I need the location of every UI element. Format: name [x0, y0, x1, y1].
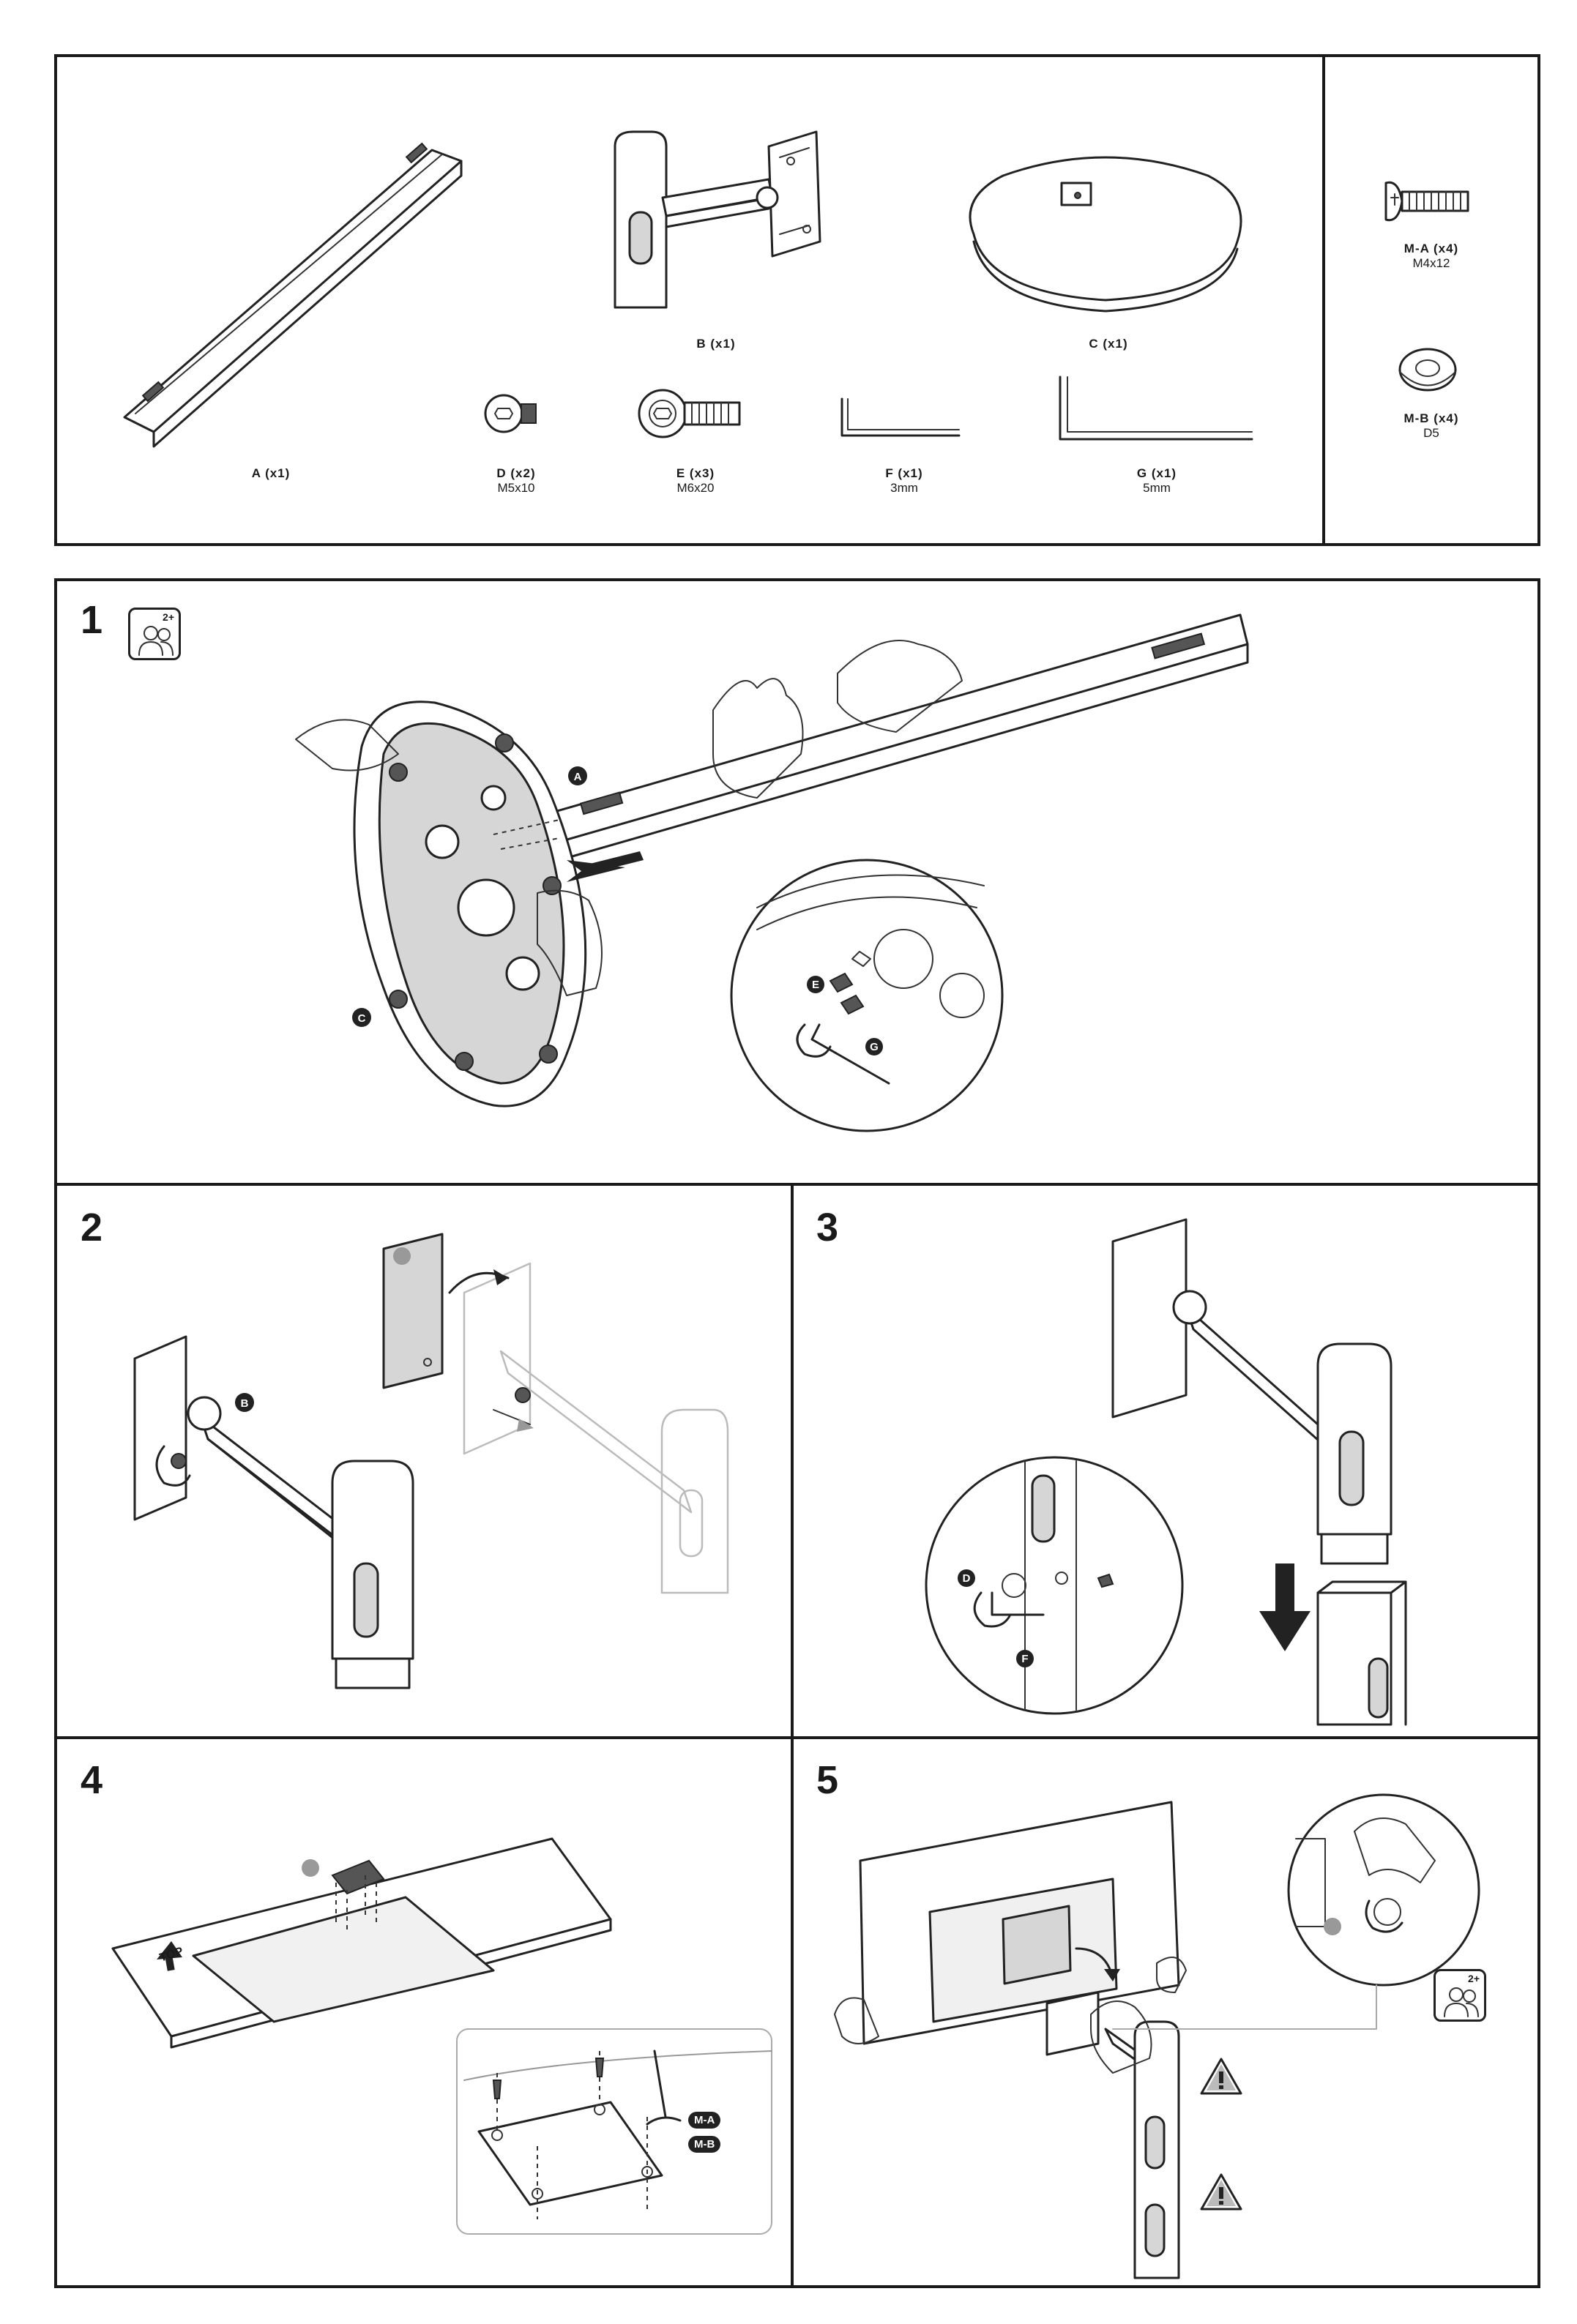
hardware-label-mb: M-B (x4) D5 — [1403, 411, 1458, 440]
part-name: A (x1) — [252, 466, 291, 481]
warning-icon — [1199, 2057, 1243, 2096]
part-spec: M5x10 — [496, 481, 535, 496]
part-a-pole-illustration — [110, 139, 476, 461]
step-4-illustration — [54, 1736, 794, 2288]
callout-g: G — [870, 1041, 879, 1053]
part-c-base-illustration — [959, 146, 1252, 315]
callout-f: F — [1021, 1653, 1028, 1665]
step-3-illustration: D F — [791, 1183, 1540, 1739]
hardware-mb-washer-illustration — [1395, 344, 1461, 395]
part-label-b: B (x1) — [696, 337, 735, 351]
two-person-icon: 2+ — [1434, 1969, 1486, 2022]
part-name: E (x3) — [676, 466, 715, 481]
people-count: 2+ — [1468, 1973, 1480, 1984]
callout-b: B — [241, 1397, 249, 1410]
warning-icon — [1199, 2172, 1243, 2212]
callout-c: C — [358, 1012, 366, 1025]
callout-mb: M-B — [688, 2136, 720, 2153]
part-d-screw-illustration — [483, 388, 542, 439]
part-label-c: C (x1) — [1089, 337, 1127, 351]
part-label-g: G (x1) 5mm — [1137, 466, 1177, 495]
part-name: C (x1) — [1089, 337, 1127, 351]
hardware-ma-screw-illustration — [1380, 176, 1475, 227]
hardware-name: M-A (x4) — [1404, 242, 1458, 256]
part-label-a: A (x1) — [252, 466, 291, 481]
part-name: G (x1) — [1137, 466, 1177, 481]
callout-a: A — [574, 771, 582, 783]
part-name: B (x1) — [696, 337, 735, 351]
hardware-spec: D5 — [1403, 426, 1458, 441]
part-label-e: E (x3) M6x20 — [676, 466, 715, 495]
part-name: F (x1) — [885, 466, 922, 481]
step-2-illustration: B — [54, 1183, 794, 1739]
part-e-bolt-illustration — [637, 384, 747, 443]
callout-ma: M-A — [688, 2112, 720, 2129]
part-label-f: F (x1) 3mm — [885, 466, 922, 495]
hardware-label-ma: M-A (x4) M4x12 — [1404, 242, 1458, 270]
step-1-illustration: A C E G — [54, 578, 1540, 1186]
hardware-name: M-B (x4) — [1403, 411, 1458, 426]
part-b-arm-illustration — [600, 124, 842, 322]
part-spec: 5mm — [1137, 481, 1177, 496]
part-spec: 3mm — [885, 481, 922, 496]
part-f-allen-key-illustration — [835, 395, 966, 447]
callout-d: D — [963, 1572, 971, 1585]
step-5-illustration — [791, 1736, 1540, 2288]
hardware-panel — [1322, 54, 1540, 546]
callout-e: E — [812, 979, 819, 991]
part-name: D (x2) — [496, 466, 535, 481]
hardware-spec: M4x12 — [1404, 256, 1458, 271]
part-label-d: D (x2) M5x10 — [496, 466, 535, 495]
part-spec: M6x20 — [676, 481, 715, 496]
part-g-allen-key-illustration — [1054, 373, 1259, 447]
